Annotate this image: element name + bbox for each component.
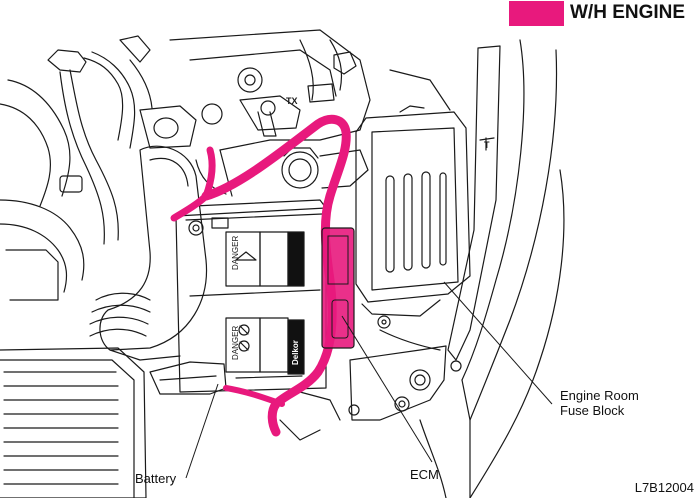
legend-label: W/H ENGINE	[570, 2, 686, 23]
fuse-block	[355, 69, 471, 351]
battery-leader	[185, 383, 219, 479]
danger-label-top: DANGER	[231, 236, 240, 270]
air-box	[0, 347, 147, 499]
intake-duct	[89, 145, 208, 361]
lower-bracket	[279, 345, 447, 499]
battery-brand: Delkor	[291, 340, 300, 365]
engine-mark-t: T	[484, 140, 490, 150]
engine-wiring-harness	[170, 114, 355, 437]
fuse-block-callout-line1: Engine Room	[560, 388, 639, 403]
left-hoses	[0, 35, 197, 301]
battery	[149, 199, 327, 395]
fuse-block-callout-line2: Fuse Block	[560, 403, 625, 418]
ecm-leader	[341, 315, 433, 463]
figure-code: L7B12004	[634, 480, 694, 495]
legend-swatch	[509, 1, 564, 26]
engine-block	[169, 29, 371, 197]
body-panel	[447, 39, 565, 499]
ecm-callout: ECM	[410, 467, 439, 482]
battery-callout: Battery	[135, 471, 177, 486]
danger-label-bottom: DANGER	[231, 326, 240, 360]
engine-mark-tx: TX	[286, 96, 298, 106]
fuse-block-leader	[443, 281, 553, 405]
